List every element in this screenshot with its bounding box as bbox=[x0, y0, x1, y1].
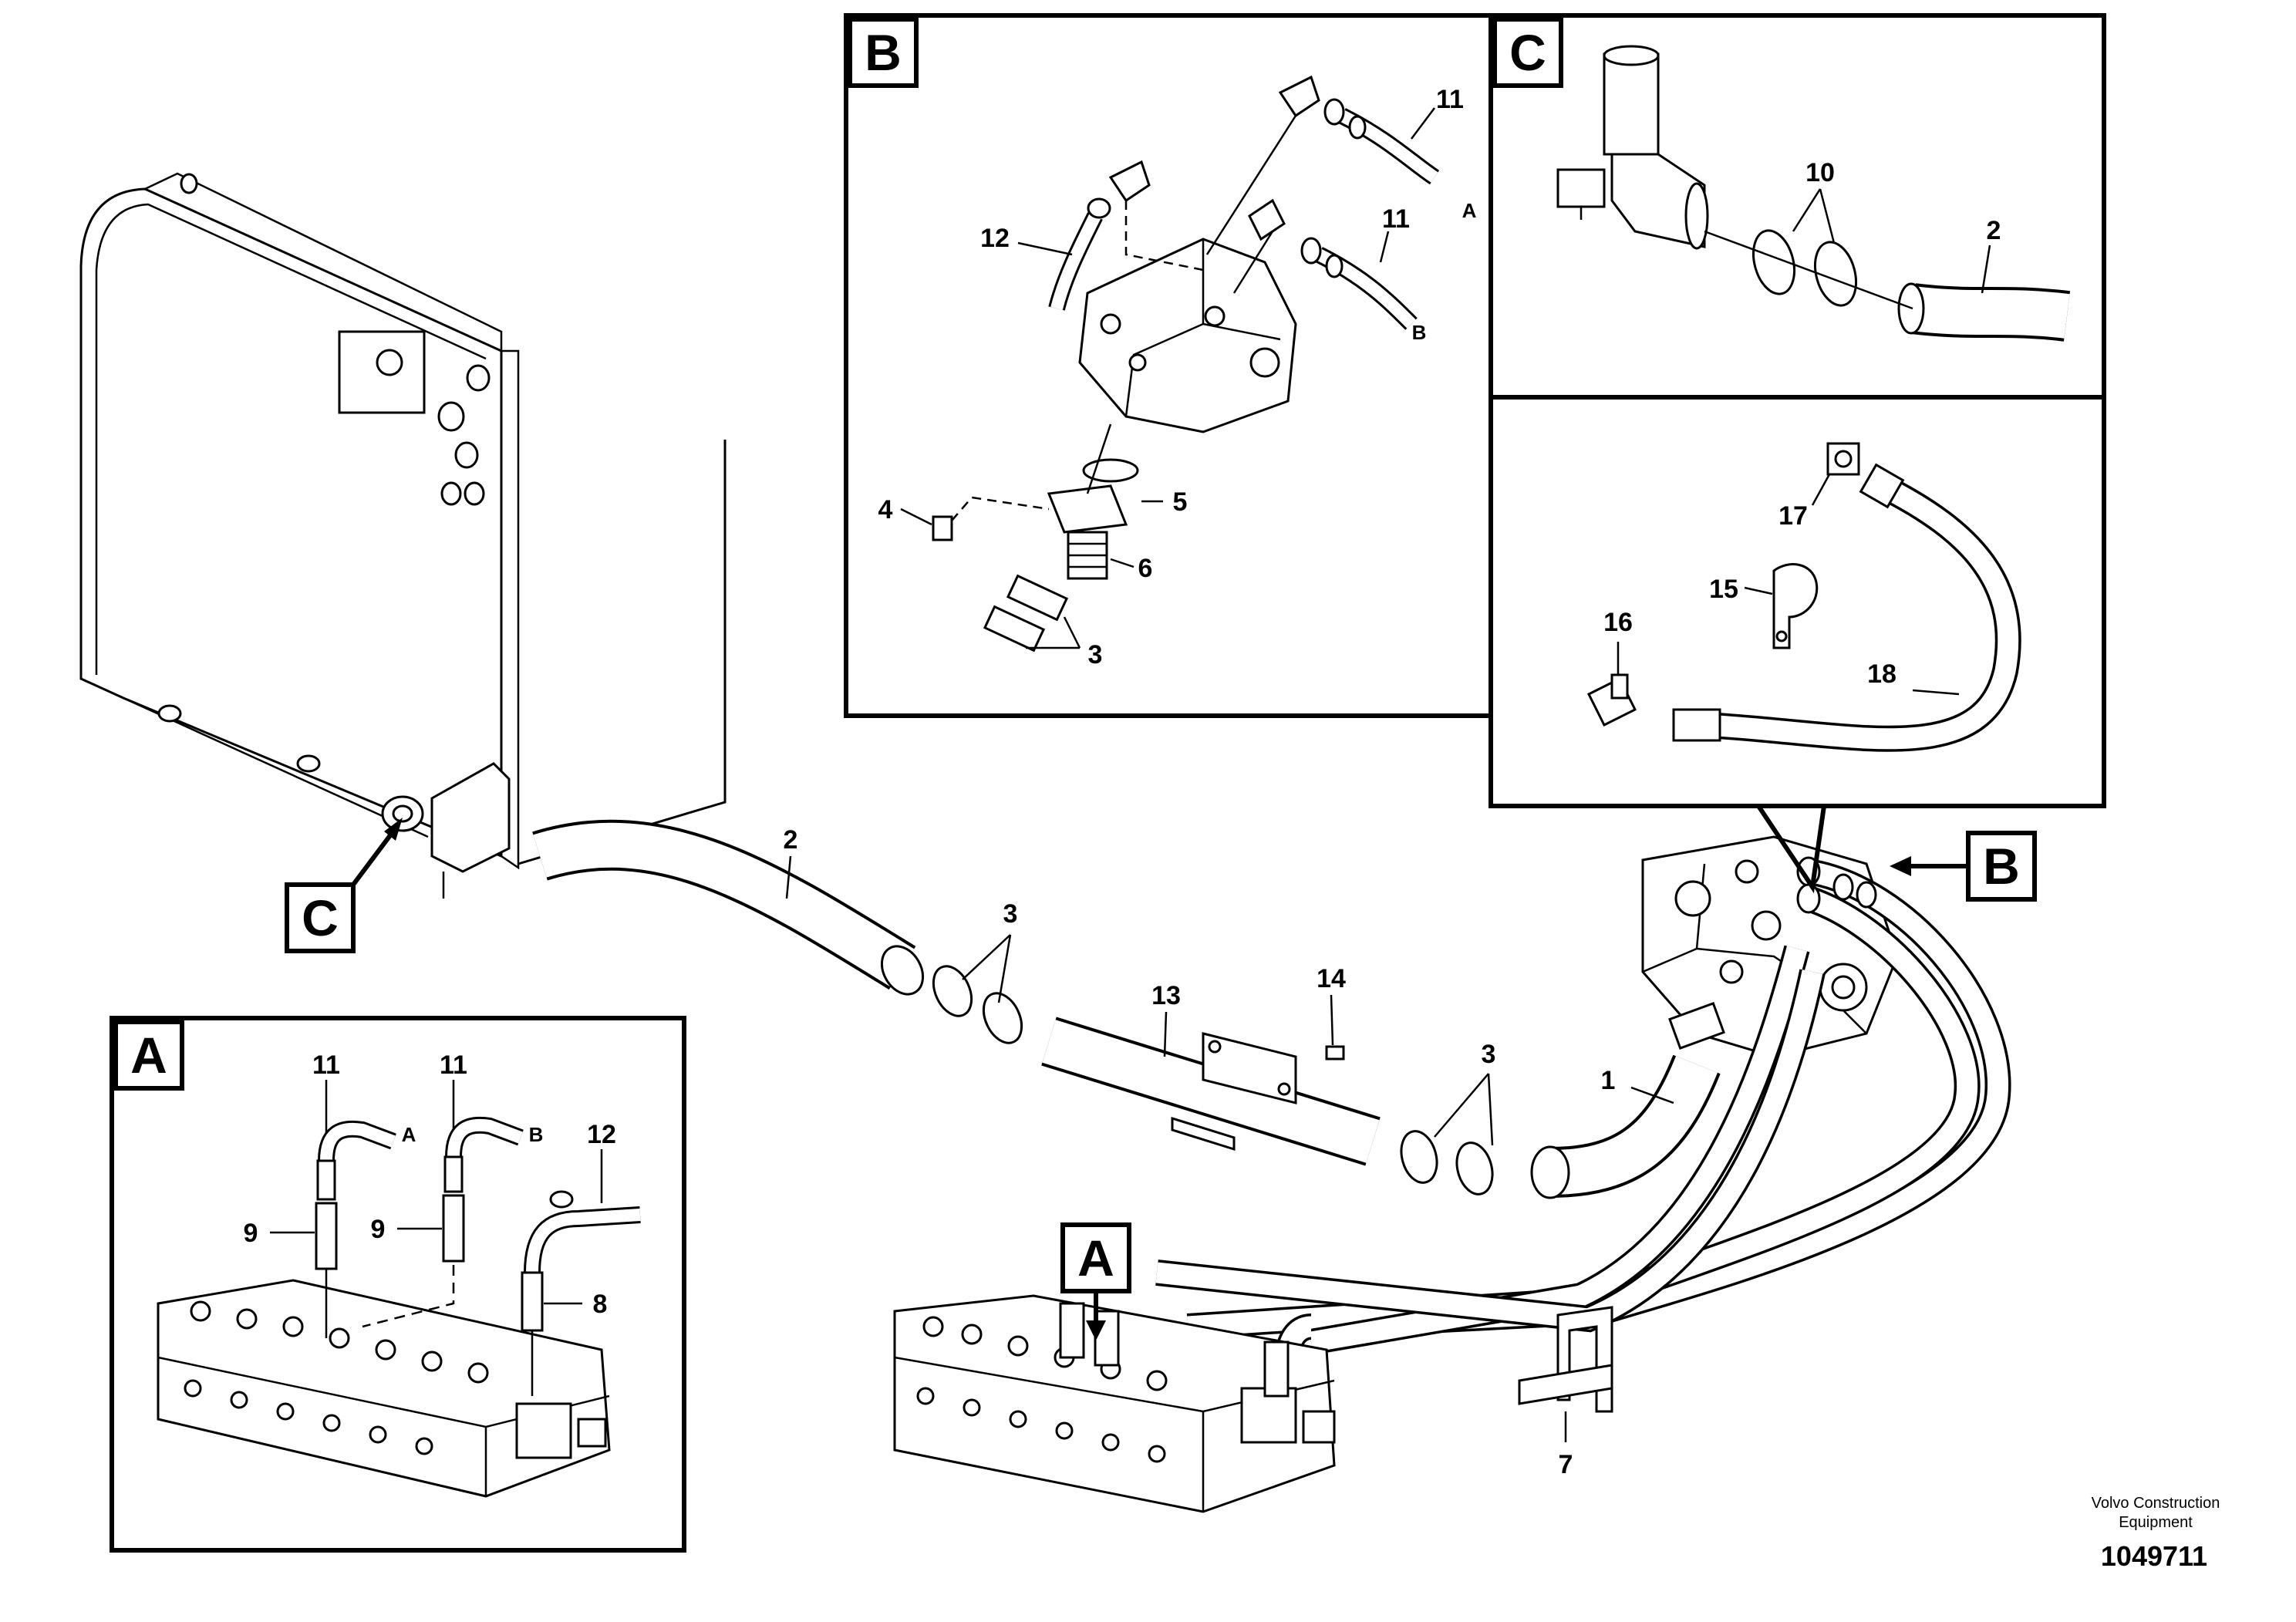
a-callout-8: 8 bbox=[593, 1290, 608, 1319]
c-callout-10: 10 bbox=[1805, 158, 1835, 187]
drawing-number: 1049711 bbox=[2101, 1540, 2207, 1572]
b-callout-3: 3 bbox=[1088, 640, 1103, 669]
detail-c: C 10 2 bbox=[1489, 13, 2106, 400]
hose-clip bbox=[1772, 563, 1819, 649]
d-callout-17: 17 bbox=[1778, 501, 1808, 531]
a-callout-9a: 9 bbox=[244, 1219, 258, 1248]
d-callout-18: 18 bbox=[1867, 659, 1896, 689]
b-callout-5: 5 bbox=[1173, 487, 1188, 517]
bolt-14 bbox=[1325, 1045, 1345, 1061]
suction-hose-2 bbox=[532, 819, 925, 996]
callout-7: 7 bbox=[1559, 1450, 1573, 1479]
a-port-a: A bbox=[402, 1123, 416, 1146]
callout-13: 13 bbox=[1151, 981, 1181, 1010]
detail-a: A 11 bbox=[110, 1016, 686, 1553]
reference-a: A bbox=[1060, 1222, 1131, 1340]
brand-line-2: Equipment bbox=[2119, 1514, 2193, 1531]
detail-c-label: C bbox=[1509, 24, 1546, 81]
hose-clamps-3-upper bbox=[932, 965, 1023, 1044]
callout-3-upper: 3 bbox=[1003, 899, 1018, 929]
b-callout-11a: 11 bbox=[1436, 85, 1464, 114]
detail-b: B bbox=[844, 13, 1493, 718]
a-callout-11a: 11 bbox=[312, 1050, 340, 1080]
b-port-a: A bbox=[1462, 199, 1477, 222]
detail-a-label: A bbox=[130, 1027, 167, 1084]
suction-hose-1 bbox=[1530, 1054, 1721, 1199]
b-callout-12: 12 bbox=[980, 224, 1010, 253]
c-callout-2: 2 bbox=[1987, 216, 2001, 245]
hose-clamps-3-lower bbox=[1400, 1130, 1494, 1195]
ref-a-label: A bbox=[1077, 1229, 1114, 1286]
fitting-8 bbox=[521, 1271, 544, 1332]
callout-14: 14 bbox=[1317, 964, 1346, 993]
reference-b: B bbox=[1890, 831, 2037, 902]
b-callout-6: 6 bbox=[1138, 554, 1153, 583]
a-callout-9b: 9 bbox=[371, 1215, 386, 1244]
detail-b-label: B bbox=[865, 24, 902, 81]
ref-c-label: C bbox=[302, 889, 339, 946]
hose-bracket-7 bbox=[1518, 1306, 1613, 1413]
b-port-b: B bbox=[1412, 321, 1427, 344]
pipe-bracket bbox=[1202, 1032, 1297, 1104]
main-callouts: 2 3 13 14 3 1 7 bbox=[784, 825, 1674, 1479]
brand-line-1: Volvo Construction bbox=[2092, 1495, 2220, 1512]
control-valve-main bbox=[893, 1294, 1336, 1513]
suction-pipe-13 bbox=[1041, 1017, 1381, 1166]
reference-c: C bbox=[285, 818, 403, 953]
a-callout-12: 12 bbox=[587, 1120, 616, 1149]
hydraulic-tank bbox=[79, 172, 727, 899]
b-callout-4: 4 bbox=[878, 495, 893, 524]
callout-2: 2 bbox=[784, 825, 798, 855]
detail-a-control-valve bbox=[157, 1279, 611, 1498]
d-callout-15: 15 bbox=[1709, 575, 1738, 604]
callout-1: 1 bbox=[1601, 1066, 1616, 1095]
a-port-b: B bbox=[529, 1123, 544, 1146]
valve-fitting bbox=[1059, 1302, 1085, 1359]
footer: Volvo Construction Equipment 1049711 bbox=[2092, 1495, 2220, 1572]
tank-suction-bracket bbox=[430, 762, 511, 873]
fitting-9a bbox=[315, 1202, 338, 1270]
callout-3-lower: 3 bbox=[1482, 1040, 1496, 1069]
ref-b-label: B bbox=[1983, 838, 2020, 895]
b-callout-11b: 11 bbox=[1382, 204, 1410, 234]
a-callout-11b: 11 bbox=[440, 1050, 467, 1080]
detail-b-pump bbox=[1078, 238, 1297, 433]
detail-d: 17 15 16 18 bbox=[1489, 395, 2106, 894]
elbow-fitting bbox=[1603, 52, 1660, 156]
fitting-9b bbox=[442, 1194, 465, 1263]
d-callout-16: 16 bbox=[1603, 608, 1633, 637]
